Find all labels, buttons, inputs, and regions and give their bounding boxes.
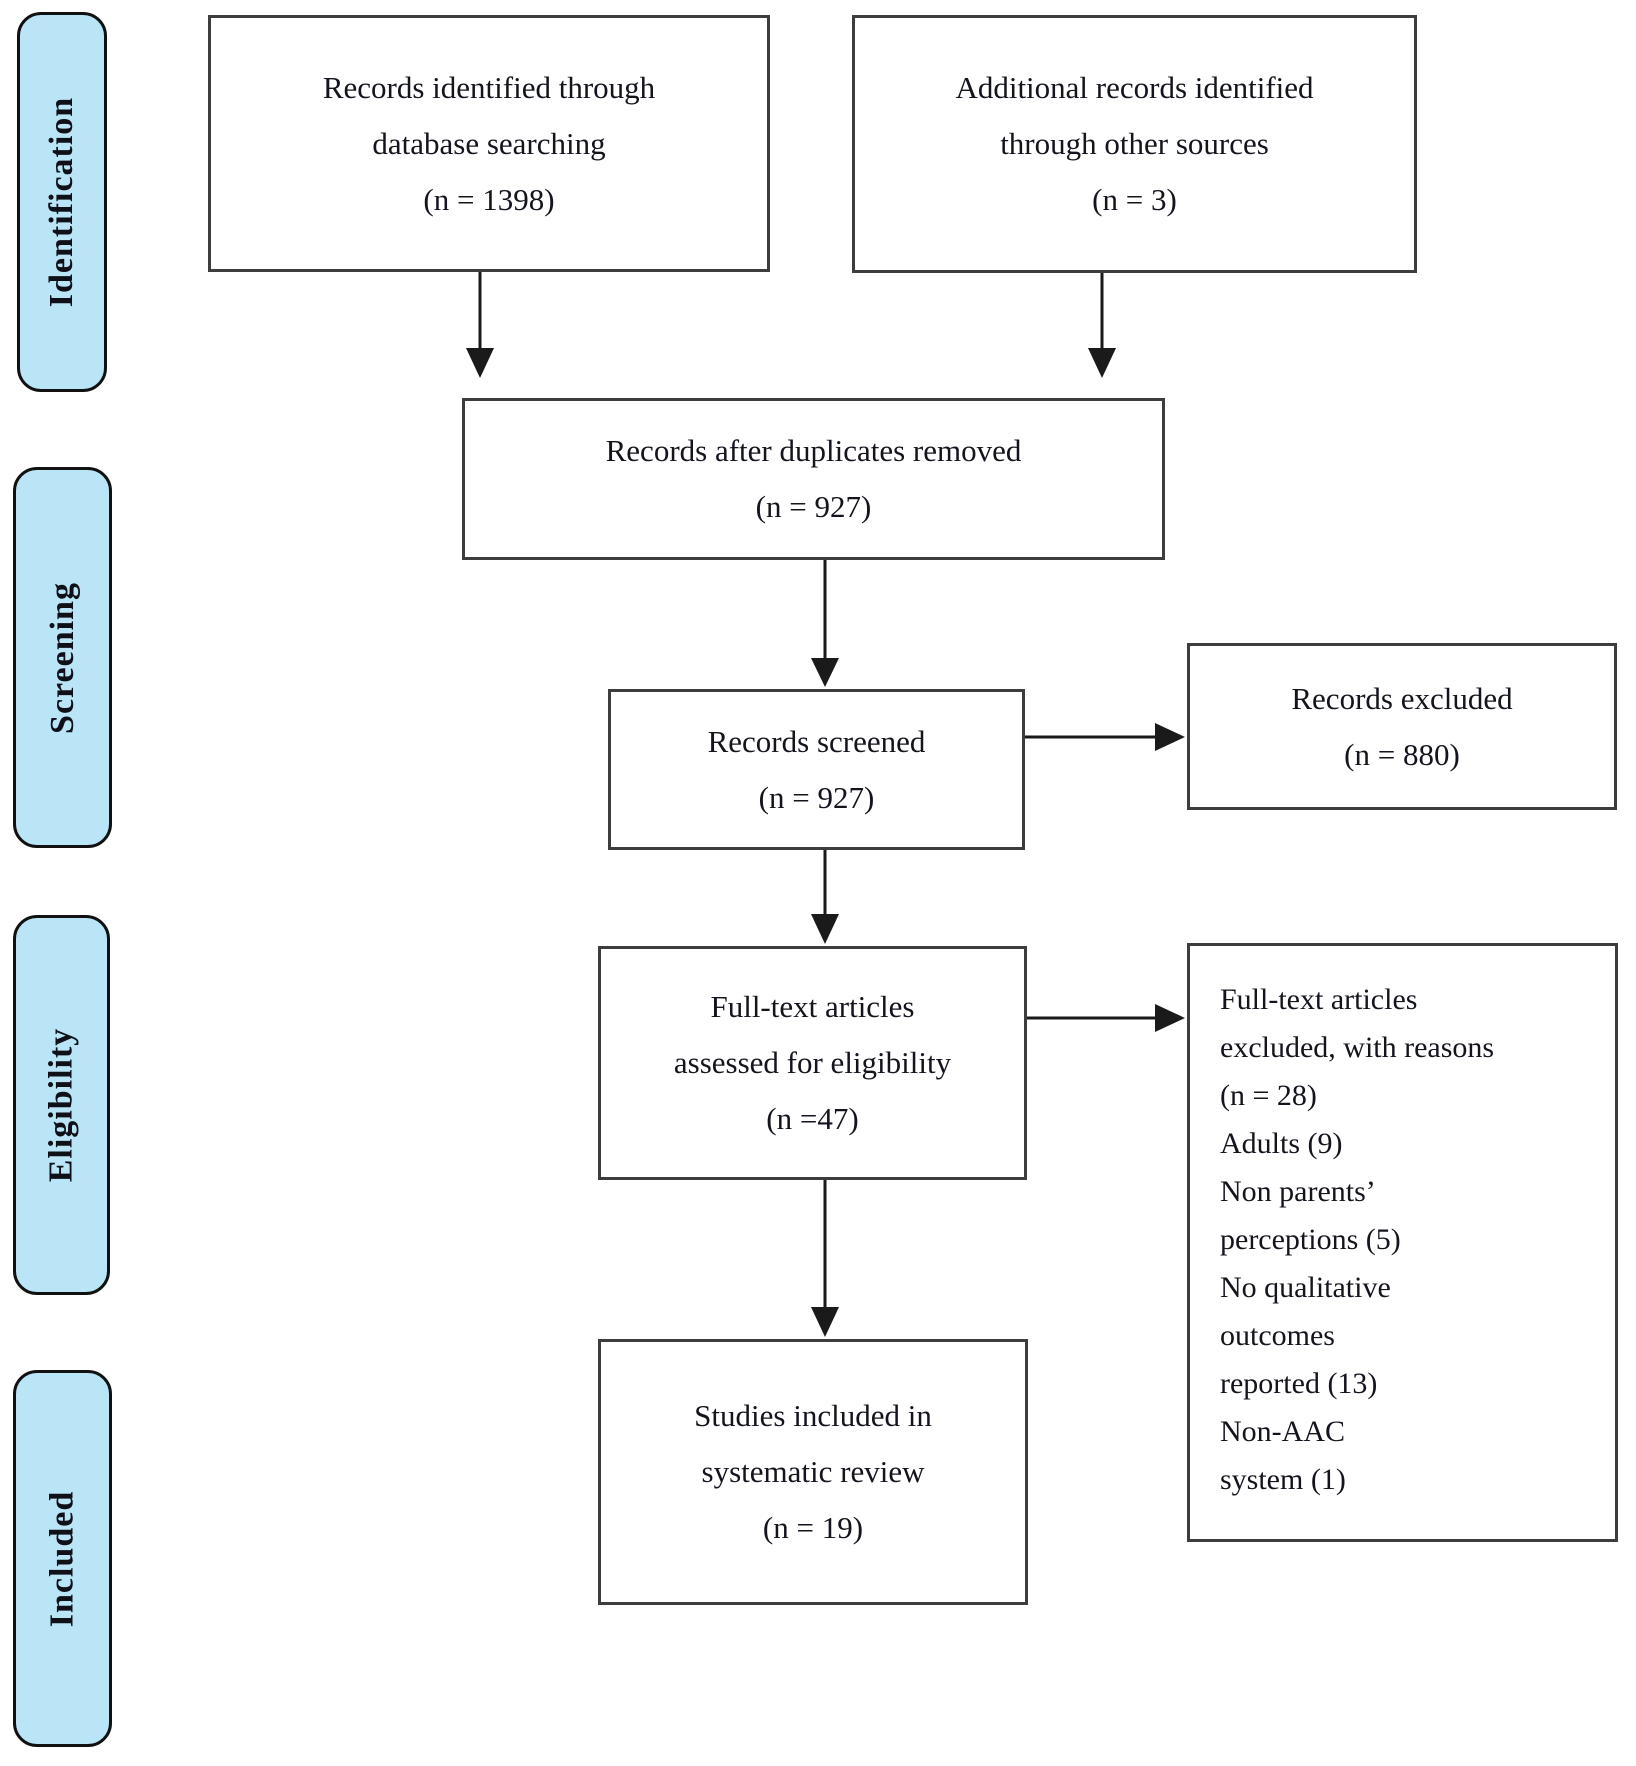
flow-box-text: Studies included in systematic review (n… <box>694 1398 932 1545</box>
flow-box-duplicates-removed: Records after duplicates removed (n = 92… <box>462 398 1165 560</box>
flow-box-records-screened: Records screened (n = 927) <box>608 689 1025 850</box>
arrow-fulltext-to-included <box>811 1180 839 1337</box>
flow-box-text: Records after duplicates removed (n = 92… <box>605 433 1022 524</box>
flow-box-text: Records screened (n = 927) <box>707 723 926 815</box>
stage-bar-identification: Identification <box>17 12 107 392</box>
flow-box-text: Additional records identified through ot… <box>955 70 1314 217</box>
flow-box-text: Records excluded (n = 880) <box>1291 680 1513 772</box>
flow-box-text: Full-text articles excluded, with reason… <box>1220 983 1495 1496</box>
stage-label-identification: Identification <box>43 96 81 308</box>
stage-bar-eligibility: Eligibility <box>13 915 110 1295</box>
stage-label-included: Included <box>43 1490 81 1627</box>
flow-box-text: Full-text articles assessed for eligibil… <box>673 989 952 1136</box>
arrow-fulltext-to-excluded-reasons <box>1027 1004 1185 1032</box>
flow-box-records-excluded: Records excluded (n = 880) <box>1187 643 1617 810</box>
flow-box-additional-records: Additional records identified through ot… <box>852 15 1417 273</box>
arrow-identified-to-deduplicated <box>466 272 494 378</box>
arrow-additional-to-deduplicated <box>1088 273 1116 378</box>
stage-label-eligibility: Eligibility <box>42 1027 80 1183</box>
stage-bar-screening: Screening <box>13 467 112 848</box>
arrow-screened-to-fulltext <box>811 850 839 944</box>
arrow-deduplicated-to-screened <box>811 560 839 687</box>
flow-box-fulltext-excluded-reasons: Full-text articles excluded, with reason… <box>1187 943 1618 1542</box>
stage-bar-included: Included <box>13 1370 112 1747</box>
flow-box-text: Records identified through database sear… <box>322 69 656 217</box>
flow-box-records-identified: Records identified through database sear… <box>208 15 770 272</box>
stage-label-screening: Screening <box>43 581 81 734</box>
arrow-screened-to-excluded <box>1025 723 1185 751</box>
flow-box-fulltext-assessed: Full-text articles assessed for eligibil… <box>598 946 1027 1180</box>
flow-box-studies-included: Studies included in systematic review (n… <box>598 1339 1028 1605</box>
